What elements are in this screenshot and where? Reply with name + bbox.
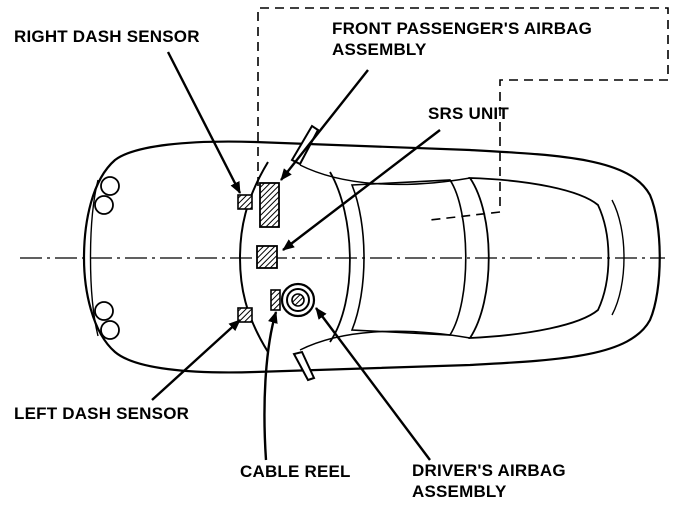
- label-front-passenger-airbag: FRONT PASSENGER'S AIRBAG ASSEMBLY: [332, 18, 592, 60]
- label-srs-unit: SRS UNIT: [428, 104, 509, 123]
- car-body-outline: [82, 140, 661, 374]
- leader-cable-reel: [263, 311, 278, 461]
- label-front-passenger-airbag-line1: FRONT PASSENGER'S AIRBAG: [332, 19, 593, 38]
- label-right-dash-sensor: RIGHT DASH SENSOR: [14, 27, 200, 46]
- cable-reel: [270, 289, 281, 311]
- label-driver-airbag-line2: ASSEMBLY: [412, 482, 507, 501]
- front-passenger-airbag-module: [259, 182, 280, 228]
- right-dash-sensor: [237, 194, 253, 210]
- leader-right-dash-sensor: [166, 51, 242, 194]
- left-dash-sensor: [237, 307, 253, 323]
- passenger-airbag-callout-box: [257, 7, 669, 221]
- label-left-dash-sensor: LEFT DASH SENSOR: [14, 404, 190, 423]
- leader-front-passenger-airbag: [280, 69, 369, 181]
- left-side-mirror: [292, 350, 316, 382]
- driver-airbag-steering-wheel: [280, 282, 316, 318]
- label-driver-airbag: DRIVER'S AIRBAG ASSEMBLY: [412, 460, 566, 502]
- right-side-mirror: [290, 124, 320, 166]
- leader-srs-unit: [282, 129, 441, 251]
- leader-left-dash-sensor: [151, 319, 241, 401]
- srs-unit: [256, 245, 278, 269]
- label-cable-reel: CABLE REEL: [240, 462, 351, 481]
- label-driver-airbag-line1: DRIVER'S AIRBAG: [412, 461, 566, 480]
- leader-driver-airbag: [315, 307, 431, 461]
- headlights: [94, 176, 120, 340]
- label-front-passenger-airbag-line2: ASSEMBLY: [332, 40, 427, 59]
